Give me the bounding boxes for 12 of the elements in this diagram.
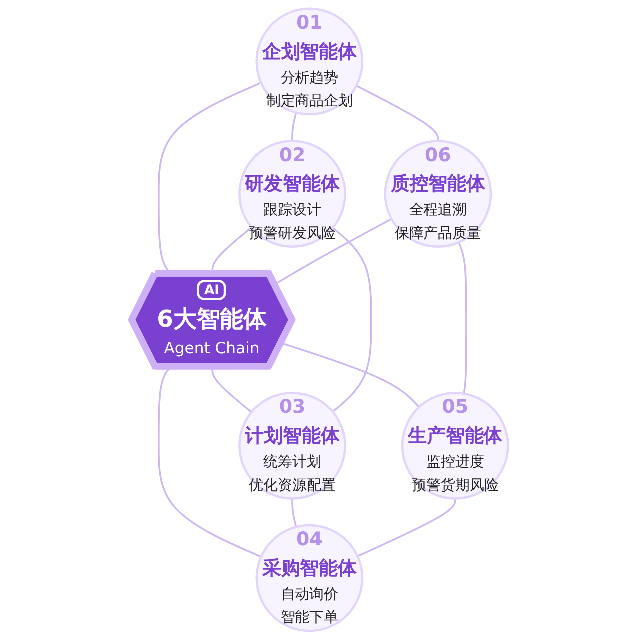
node-circle: 03 计划智能体 统筹计划 优化资源配置 [238,392,346,500]
connector [281,342,420,408]
connector [458,242,468,394]
node-circle: 01 企划智能体 分析趋势 制定商品企划 [256,8,364,116]
connector [292,498,298,528]
connector [356,85,440,142]
connector [332,227,372,413]
connector [357,498,456,558]
node-circle: 04 采购智能体 自动询价 智能下单 [256,524,364,632]
connector [292,112,298,142]
node-circle: 06 质控智能体 全程追溯 保障产品质量 [384,140,492,248]
node-circle: 02 研发智能体 跟踪设计 预警研发风险 [238,140,346,248]
